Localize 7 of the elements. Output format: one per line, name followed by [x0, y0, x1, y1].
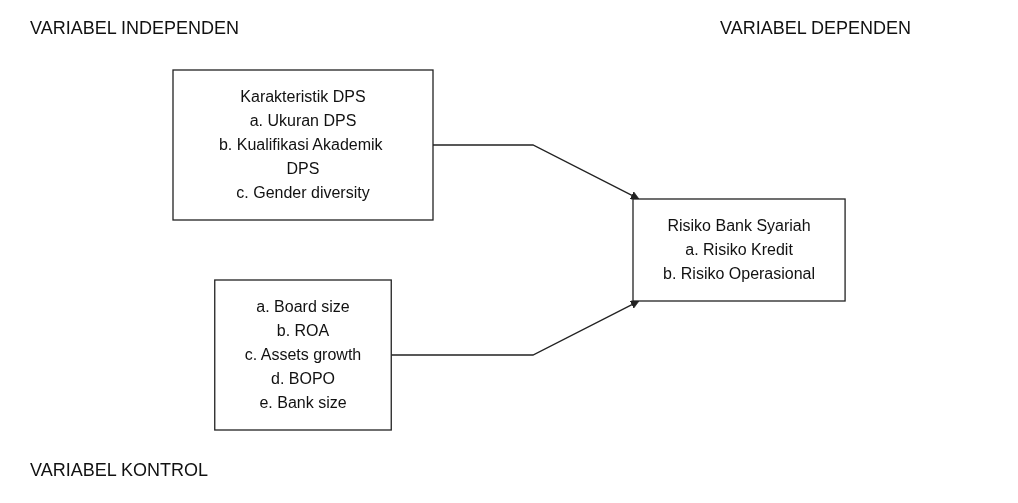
section-heading: VARIABEL DEPENDEN: [720, 18, 912, 39]
section-heading: VARIABEL KONTROL: [30, 460, 209, 481]
section-heading: VARIABEL INDEPENDEN: [30, 18, 240, 39]
node-box: Risiko Bank Syariah a. Risiko Kredit b. Risiko Operasional: [632, 198, 846, 302]
node-box: Karakteristik DPS a. Ukuran DPS b. Kualifikasi Akademik DPS c. Gender diversity: [172, 69, 434, 221]
node-box: a. Board size b. ROA c. Assets growth d. BOPO e. Bank size: [214, 279, 392, 431]
arrow: [432, 144, 640, 200]
